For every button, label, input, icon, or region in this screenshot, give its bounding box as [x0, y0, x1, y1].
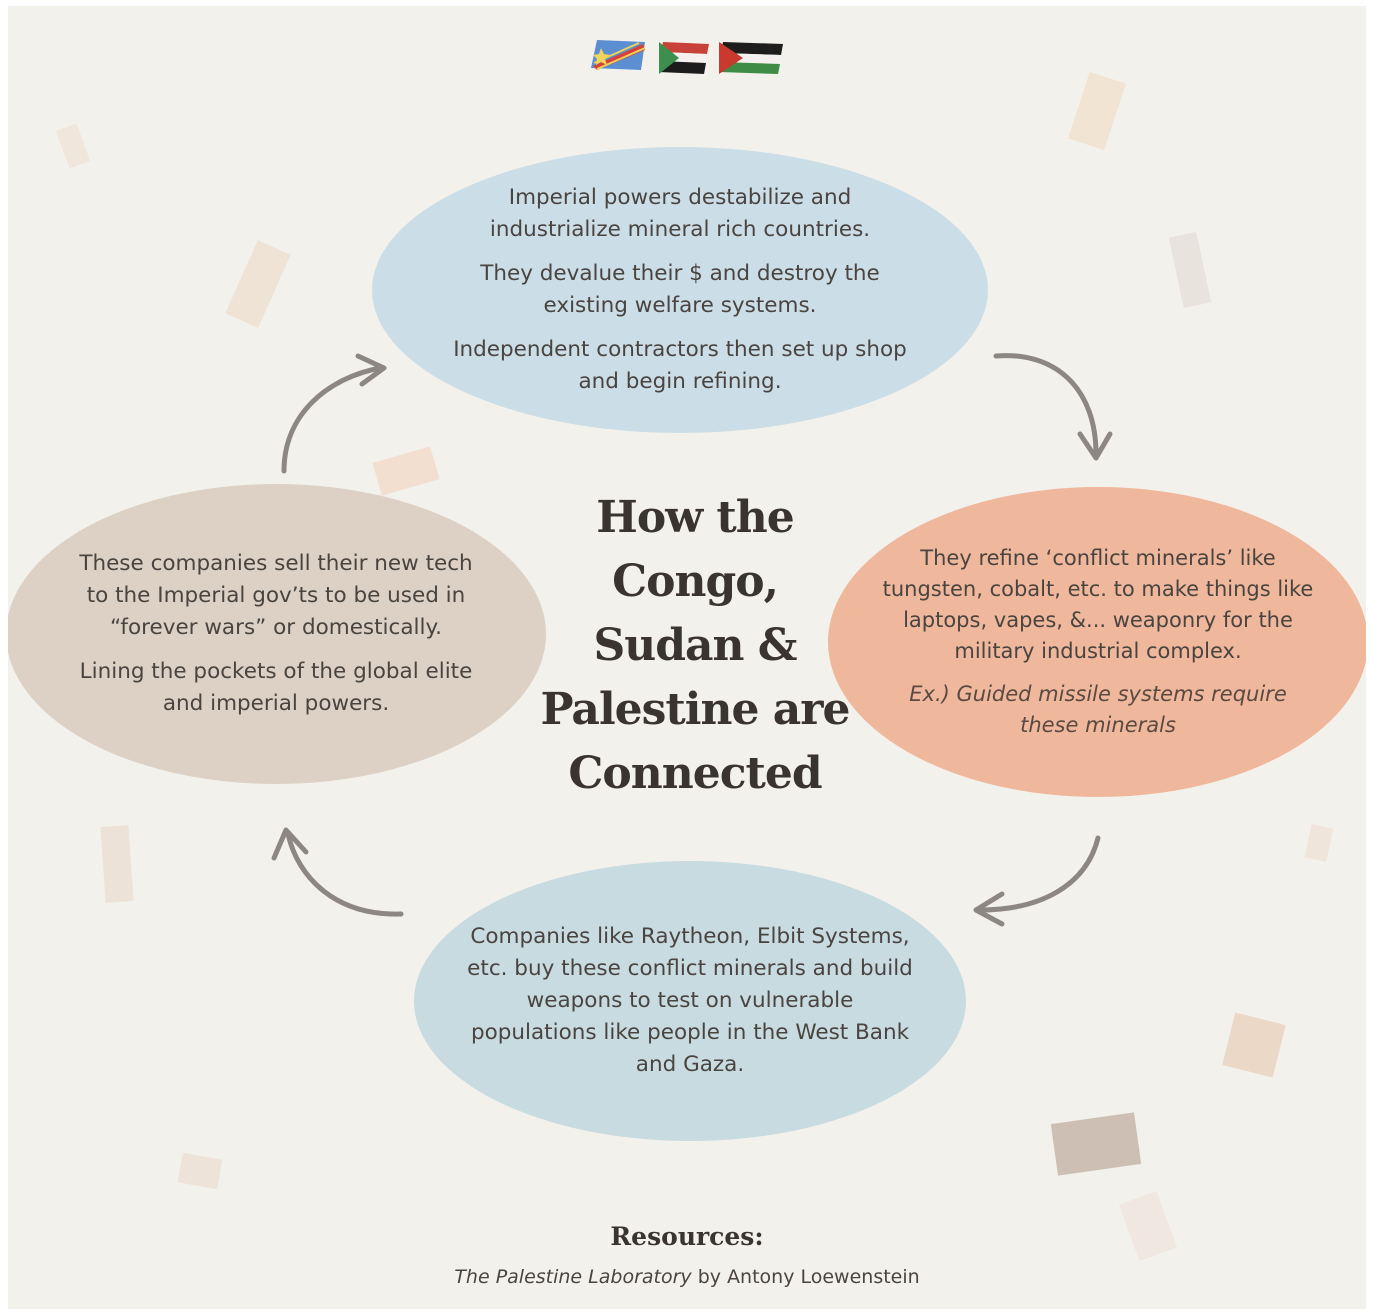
- step-destabilize-text-1: Imperial powers destabilize and industri…: [489, 185, 871, 242]
- step-refine-oval: They refine ‘conflict minerals’ like tun…: [828, 487, 1366, 797]
- book-author: by Antony Loewenstein: [691, 1266, 920, 1288]
- step-destabilize-oval: Imperial powers destabilize and industri…: [372, 147, 988, 433]
- infographic-canvas: Imperial powers destabilize and industri…: [8, 6, 1366, 1309]
- step-sell-tech-oval: These companies sell their new tech to t…: [8, 484, 546, 784]
- step-weapons-text: Companies like Raytheon, Elbit Systems, …: [467, 924, 913, 1077]
- arrow-right-to-bottom: [973, 835, 1101, 927]
- infographic-title: How the Congo, Sudan & Palestine are Con…: [540, 492, 851, 799]
- sudan-flag-icon: [659, 42, 709, 74]
- arrow-bottom-to-left: [271, 827, 404, 917]
- flags-header: [591, 40, 783, 74]
- palestine-flag-icon: [719, 42, 783, 74]
- book-title: The Palestine Laboratory: [454, 1266, 692, 1288]
- arrow-top-to-right: [993, 353, 1113, 461]
- resources-citation: The Palestine Laboratory by Antony Loewe…: [8, 1266, 1366, 1288]
- step-sell-tech-text-2: Lining the pockets of the global elite a…: [79, 659, 473, 716]
- step-destabilize-text-3: Independent contractors then set up shop…: [453, 337, 907, 394]
- step-refine-example: Ex.) Guided missile systems require thes…: [909, 682, 1287, 737]
- step-sell-tech-text-1: These companies sell their new tech to t…: [79, 551, 473, 640]
- congo-flag-icon: [591, 40, 646, 70]
- cycle-arrows: [271, 353, 1113, 927]
- resources-heading: Resources:: [610, 1222, 764, 1251]
- step-weapons-oval: Companies like Raytheon, Elbit Systems, …: [414, 861, 966, 1141]
- step-destabilize-text-2: They devalue their $ and destroy the exi…: [480, 261, 880, 318]
- arrow-left-to-top: [281, 353, 387, 474]
- step-refine-text: They refine ‘conflict minerals’ like tun…: [882, 546, 1314, 663]
